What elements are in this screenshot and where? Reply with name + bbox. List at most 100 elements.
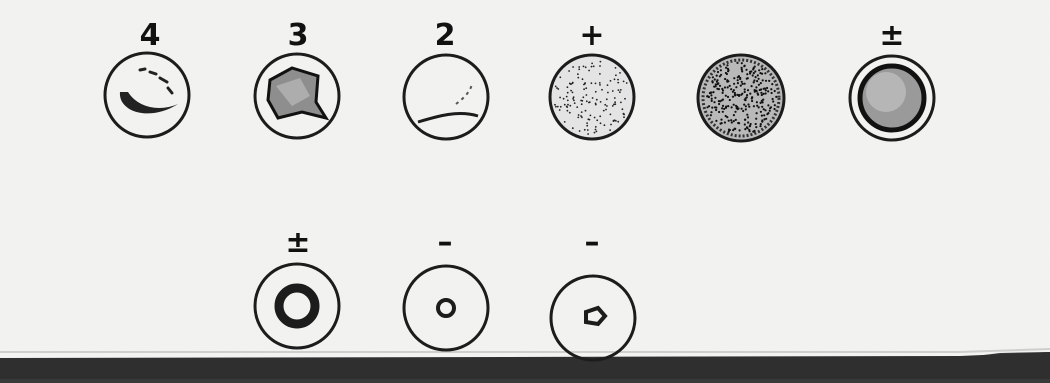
- stipple-dot: [733, 104, 735, 106]
- stipple-dot: [710, 111, 712, 113]
- stipple-dot: [573, 96, 575, 98]
- stipple-dot: [618, 89, 620, 91]
- stipple-dot: [610, 80, 612, 82]
- stipple-dot: [725, 67, 727, 69]
- stipple-dot: [756, 105, 758, 107]
- stipple-dot: [585, 87, 587, 89]
- stipple-dot: [585, 66, 587, 68]
- stipple-dot: [717, 71, 719, 73]
- stipple-dot: [755, 86, 757, 88]
- stipple-dot: [719, 75, 721, 77]
- stipple-dot: [595, 129, 597, 131]
- stipple-dot: [591, 82, 593, 84]
- stipple-dot: [595, 103, 597, 105]
- stipple-dot: [599, 65, 601, 67]
- stipple-dot: [582, 96, 584, 98]
- stipple-dot: [738, 94, 740, 96]
- stipple-dot: [587, 133, 589, 135]
- stipple-dot: [758, 106, 760, 108]
- stipple-dot: [583, 66, 585, 68]
- stipple-dot: [731, 121, 733, 123]
- stipple-dot: [716, 88, 718, 90]
- stipple-dot: [614, 97, 616, 99]
- stipple-dot: [622, 108, 624, 110]
- stipple-dot: [725, 95, 727, 97]
- stipple-dot: [586, 125, 588, 127]
- stipple-dot: [710, 94, 712, 96]
- stipple-dot: [765, 92, 767, 94]
- stipple-dot: [732, 129, 734, 131]
- stipple-dot: [576, 106, 578, 108]
- stipple-dot: [766, 87, 768, 89]
- stipple-dot: [594, 117, 596, 119]
- stipple-dot: [626, 82, 628, 84]
- stipple-dot: [736, 106, 738, 108]
- stipple-dot: [760, 102, 762, 104]
- stipple-dot: [767, 104, 769, 106]
- label-row1-6: ±: [879, 18, 904, 53]
- stipple-dot: [754, 70, 756, 72]
- stipple-dot: [617, 82, 619, 84]
- stipple-dot: [761, 115, 763, 117]
- stipple-dot: [572, 66, 574, 68]
- stipple-dot: [711, 100, 713, 102]
- stipple-dot: [592, 97, 594, 99]
- stipple-dot: [713, 101, 715, 103]
- stipple-dot: [588, 102, 590, 104]
- stipple-dot: [715, 85, 717, 87]
- stipple-dot: [714, 78, 716, 80]
- stipple-dot: [761, 73, 763, 75]
- stipple-dot: [744, 99, 746, 101]
- stipple-dot: [719, 85, 721, 87]
- stipple-dot: [606, 98, 608, 100]
- stipple-dot: [733, 77, 735, 79]
- stipple-dot: [604, 124, 606, 126]
- stipple-dot: [753, 105, 755, 107]
- stipple-dot: [578, 68, 580, 70]
- stipple-dot: [744, 91, 746, 93]
- stipple-dot: [595, 91, 597, 93]
- stipple-dot: [605, 109, 607, 111]
- stipple-dot: [723, 108, 725, 110]
- stipple-dot: [614, 78, 616, 80]
- stipple-dot: [749, 130, 751, 132]
- stipple-dot: [567, 92, 569, 94]
- stipple-dot: [767, 90, 769, 92]
- stipple-dot: [755, 76, 757, 78]
- stipple-dot: [747, 89, 749, 91]
- stipple-dot: [569, 83, 571, 85]
- stipple-dot: [619, 72, 621, 74]
- stipple-dot: [758, 69, 760, 71]
- stipple-dot: [721, 88, 723, 90]
- stipple-dot: [583, 84, 585, 86]
- stipple-dot: [746, 96, 748, 98]
- stipple-dot: [744, 119, 746, 121]
- well-row1-6: [850, 56, 934, 140]
- stipple-dot: [747, 103, 749, 105]
- stipple-dot: [614, 101, 616, 103]
- stipple-dot: [769, 110, 771, 112]
- stipple-dot: [729, 85, 731, 87]
- stipple-dot: [567, 86, 569, 88]
- stipple-dot: [707, 95, 709, 97]
- stipple-dot: [715, 120, 717, 122]
- stipple-dot: [720, 119, 722, 121]
- stipple-dot: [728, 120, 730, 122]
- stipple-dot: [607, 92, 609, 94]
- stipple-dot: [752, 68, 754, 70]
- stipple-dot: [746, 94, 748, 96]
- stipple-dot: [599, 73, 601, 75]
- stipple-dot: [623, 113, 625, 115]
- stipple-dot: [733, 120, 735, 122]
- stipple-dot: [756, 101, 758, 103]
- stipple-dot: [615, 74, 617, 76]
- stipple-dot: [749, 125, 751, 127]
- stipple-dot: [596, 131, 598, 133]
- stipple-dot: [729, 99, 731, 101]
- stipple-dot: [719, 100, 721, 102]
- stipple-dot: [574, 102, 576, 104]
- stipple-dot: [745, 69, 747, 71]
- stipple-dot: [577, 117, 579, 119]
- stipple-dot: [756, 80, 758, 82]
- stipple-dot: [714, 97, 716, 99]
